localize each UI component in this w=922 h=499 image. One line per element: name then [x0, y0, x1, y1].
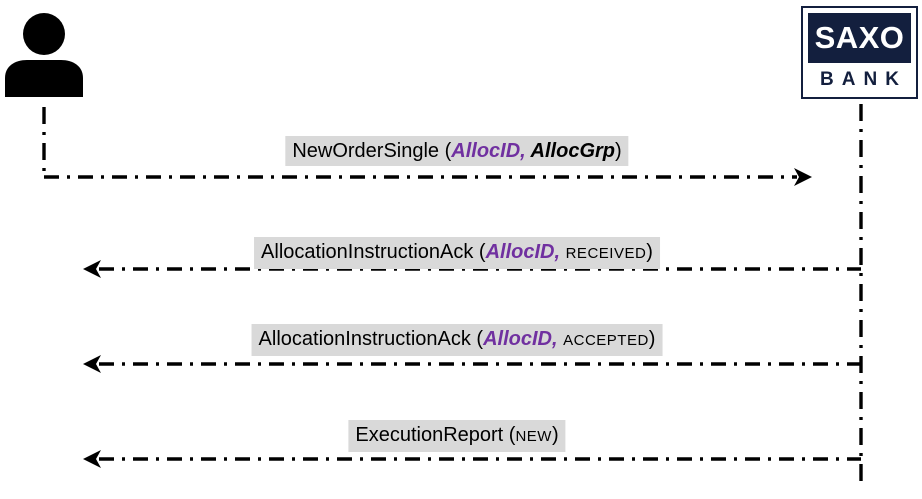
- message-label-new-order-single: NewOrderSingle (AllocID, AllocGrp): [285, 136, 629, 166]
- client-person-icon: [5, 13, 83, 97]
- message-label-ack-received: AllocationInstructionAck (AllocID, RECEI…: [254, 237, 660, 269]
- saxo-wordmark: SAXO: [808, 13, 911, 63]
- message-text: ): [648, 328, 656, 350]
- message-text: ): [646, 241, 653, 263]
- bank-wordmark: BANK: [812, 63, 907, 97]
- message-label-ack-accepted: AllocationInstructionAck (AllocID, ACCEP…: [251, 324, 663, 356]
- saxo-bank-logo: SAXO BANK: [801, 6, 918, 99]
- message-text: AllocationInstructionAck (: [261, 241, 486, 263]
- arrowhead-left-icon: [83, 450, 101, 468]
- message-text: ): [615, 140, 622, 162]
- message-text: ExecutionReport (: [355, 424, 516, 446]
- person-head: [23, 13, 65, 55]
- message-text: ): [551, 424, 559, 446]
- status-new: NEW: [515, 428, 552, 445]
- status-accepted: ACCEPTED: [563, 332, 649, 349]
- field-alloc-id: AllocID,: [451, 140, 531, 162]
- message-text: AllocationInstructionAck (: [258, 328, 484, 350]
- arrowhead-right-icon: [794, 168, 812, 186]
- arrowhead-left-icon: [83, 260, 101, 278]
- field-alloc-id: AllocID,: [483, 328, 564, 350]
- field-alloc-grp: AllocGrp: [530, 140, 616, 162]
- arrowhead-left-icon: [83, 355, 101, 373]
- logo-text-bank: BANK: [820, 69, 907, 90]
- message-text: NewOrderSingle (: [292, 140, 452, 162]
- message-label-execution-report: ExecutionReport (NEW): [348, 420, 566, 452]
- field-alloc-id: AllocID,: [485, 241, 566, 263]
- logo-text-saxo: SAXO: [814, 20, 905, 55]
- status-received: RECEIVED: [565, 245, 647, 262]
- person-body: [5, 60, 83, 97]
